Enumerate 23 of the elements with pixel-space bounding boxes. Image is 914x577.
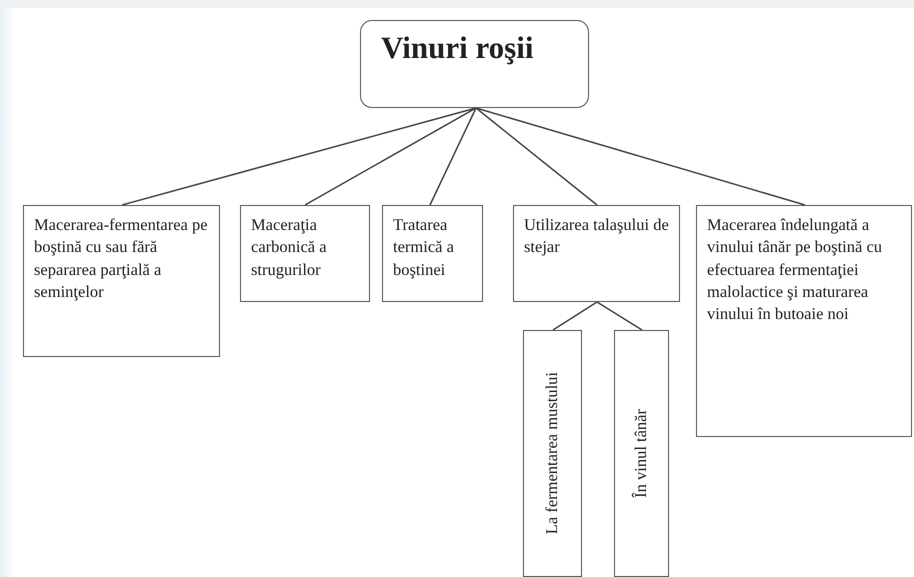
box-label: Tratarea termică a boştinei: [393, 214, 455, 281]
category-box: [240, 205, 370, 302]
box-label: Macerarea îndelungată a vinului tânăr pe boştină cu efectuarea fermentaţiei malolactice şi maturarea vinului în butoaie noi: [707, 214, 884, 326]
box-label: Macerarea-fermentarea pe boştină cu sau fără separarea parţială a seminţelor: [34, 214, 209, 303]
connector-line: [429, 108, 477, 206]
category-box: [523, 330, 582, 577]
box-label: Maceraţia carbonică a strugurilor: [251, 214, 328, 281]
box-label: La fermentarea mustului: [541, 372, 562, 535]
category-box: [513, 205, 680, 302]
box-label: În vinul tânăr: [630, 409, 652, 498]
box-label: Utilizarea talaşului de stejar: [524, 214, 669, 258]
connector-line: [476, 107, 598, 206]
title-text: Vinuri roşii: [381, 29, 534, 66]
connector-line: [476, 107, 806, 206]
connector-line: [122, 107, 476, 206]
category-box: [696, 205, 912, 437]
connector-line: [552, 301, 598, 331]
title-box: [360, 20, 589, 108]
category-box: [23, 205, 220, 357]
category-box: [382, 205, 483, 302]
connector-line: [596, 301, 642, 331]
category-box: [614, 330, 669, 577]
connector-line: [304, 107, 476, 206]
